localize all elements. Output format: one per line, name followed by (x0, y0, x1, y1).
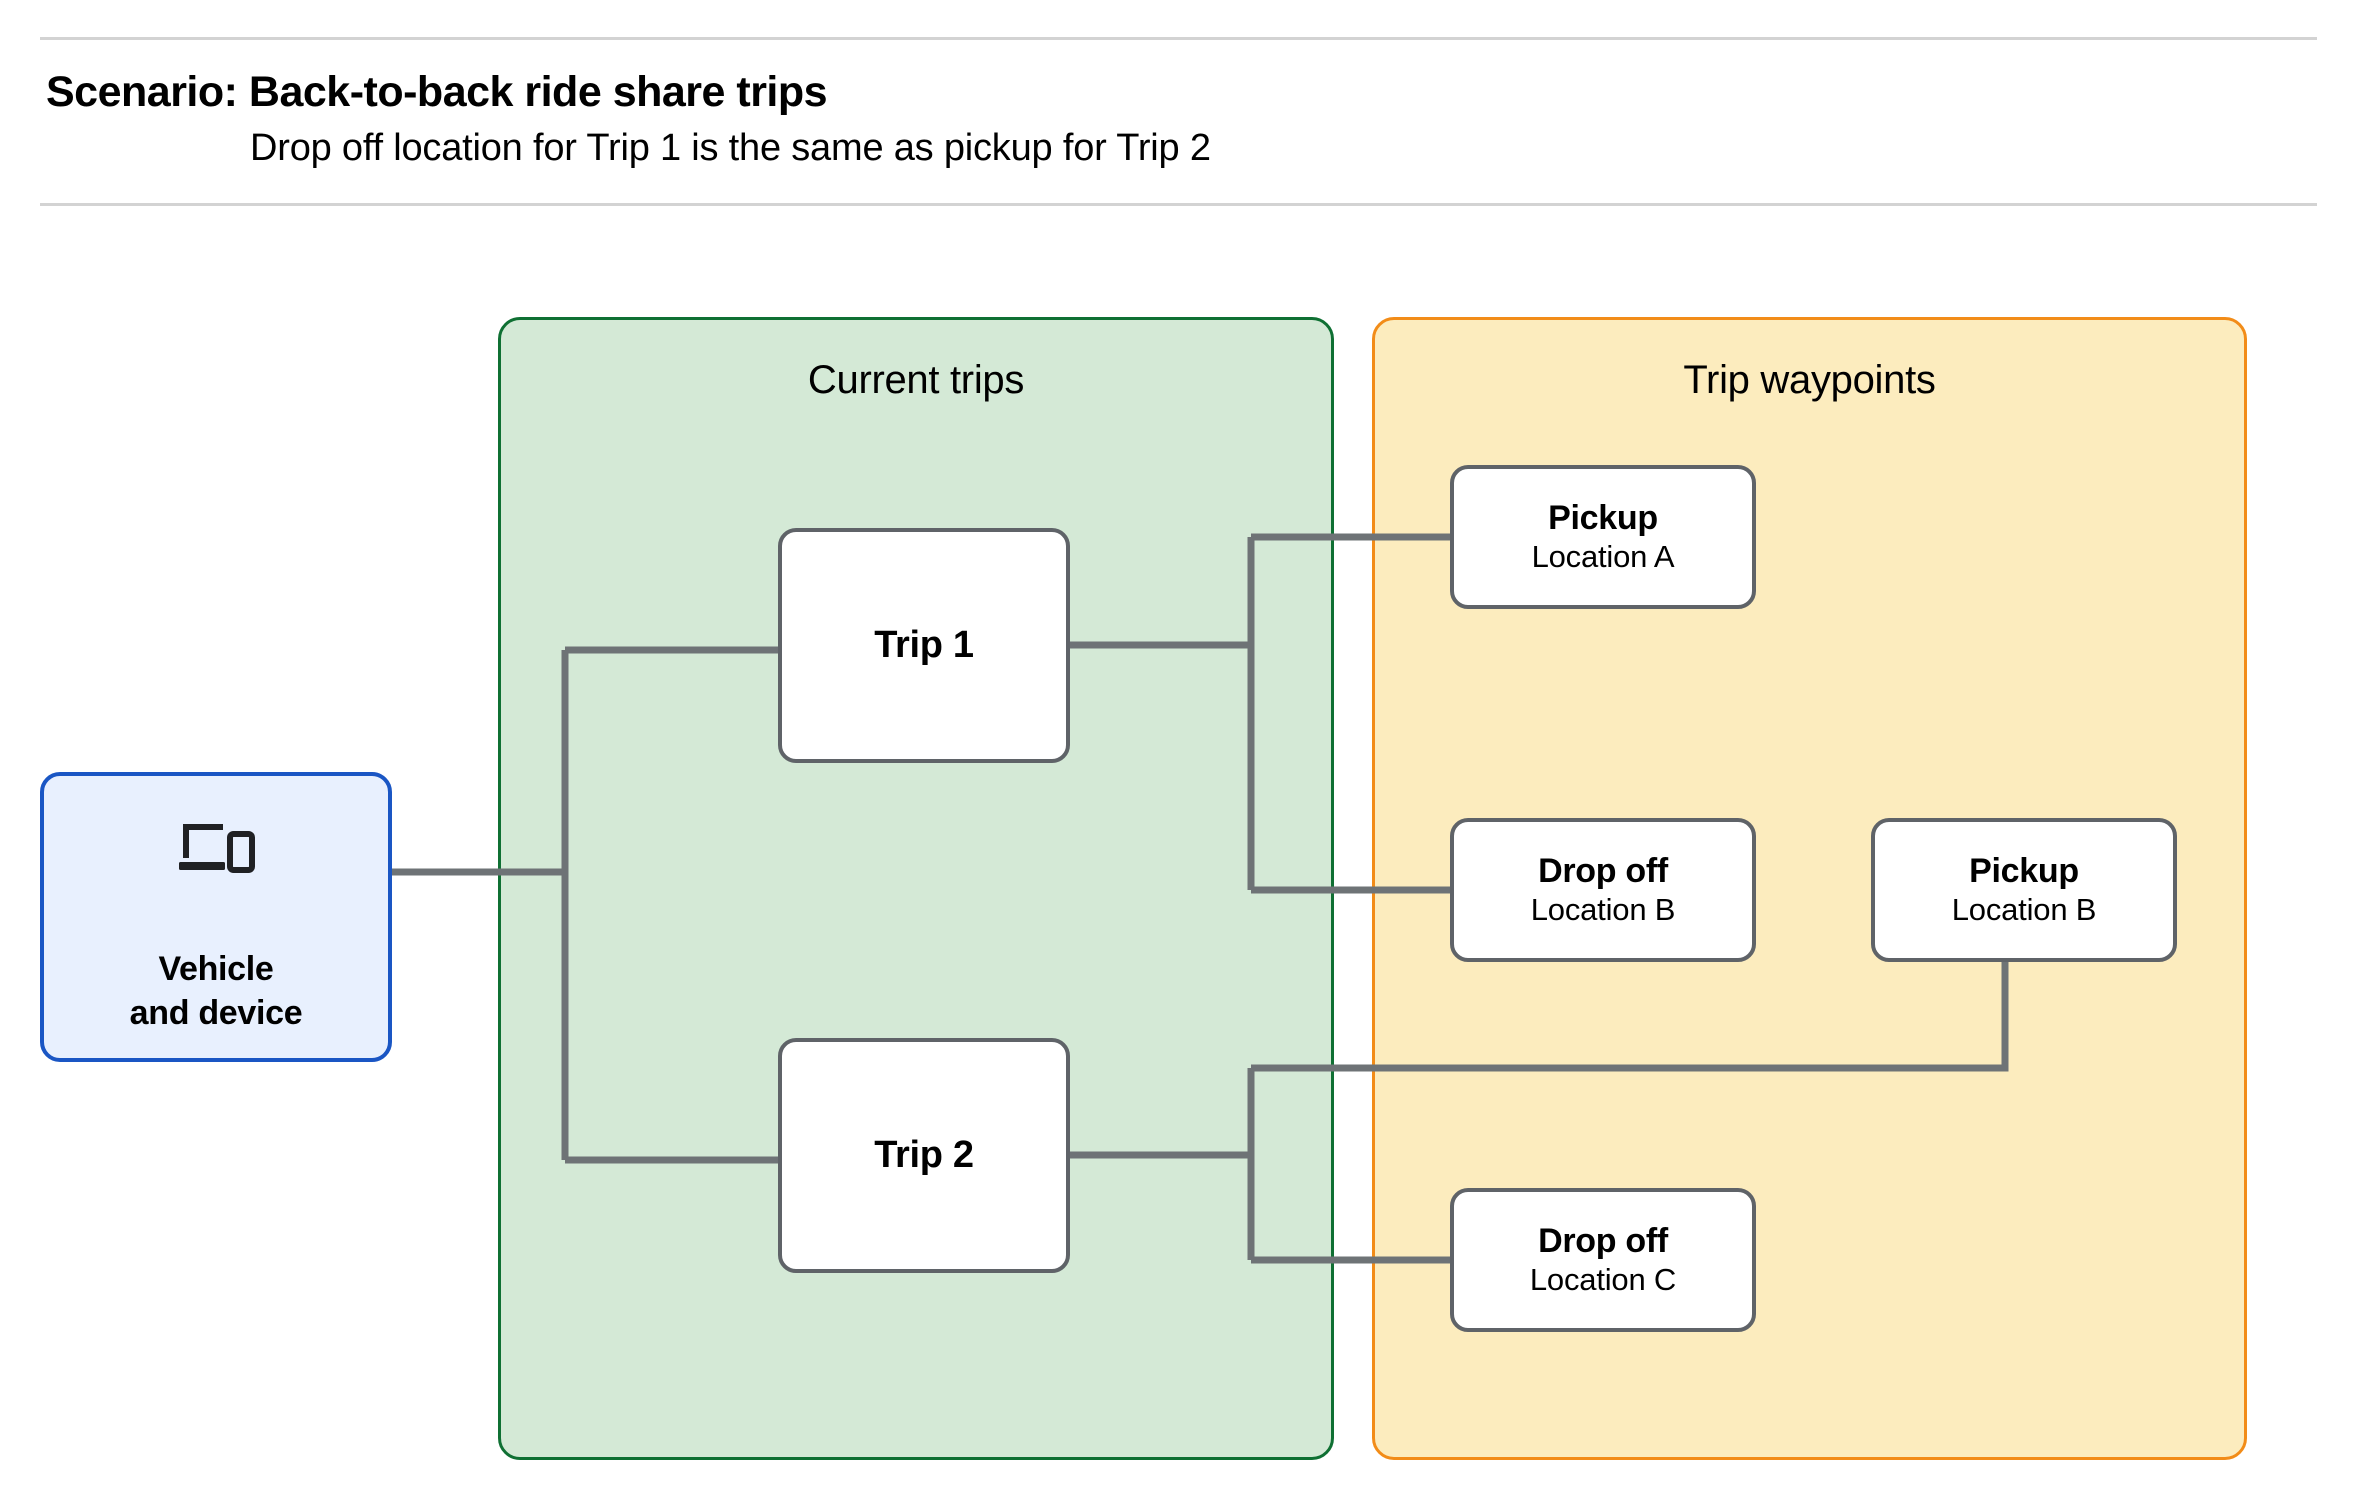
group-current-trips-title: Current trips (807, 358, 1025, 402)
page-subtitle: Drop off location for Trip 1 is the same… (250, 127, 1211, 169)
header-divider-top (40, 37, 2317, 40)
pickup-a-location: Location A (1531, 539, 1675, 575)
pickup-a-kind: Pickup (1548, 499, 1658, 538)
node-trip-2[interactable]: Trip 2 (778, 1038, 1070, 1273)
trip-2-label: Trip 2 (874, 1134, 974, 1176)
header-divider-bottom (40, 203, 2317, 206)
dropoff-b-location: Location B (1530, 892, 1676, 928)
dropoff-b-kind: Drop off (1538, 852, 1668, 891)
node-vehicle-and-device[interactable]: Vehicle and device (40, 772, 392, 1062)
node-pickup-location-b[interactable]: Pickup Location B (1871, 818, 2177, 962)
vehicle-label-line-1: Vehicle (158, 950, 274, 988)
dropoff-c-location: Location C (1529, 1262, 1677, 1298)
node-pickup-location-a[interactable]: Pickup Location A (1450, 465, 1756, 609)
pickup-b-location: Location B (1951, 892, 2097, 928)
vehicle-label: Vehicle and device (130, 948, 303, 1035)
node-trip-1[interactable]: Trip 1 (778, 528, 1070, 763)
vehicle-label-line-2: and device (129, 993, 303, 1032)
trip-1-label: Trip 1 (874, 624, 974, 666)
group-current-trips: Current trips (498, 317, 1334, 1460)
devices-icon (179, 824, 255, 873)
page-title: Scenario: Back-to-back ride share trips (46, 68, 828, 116)
pickup-b-kind: Pickup (1969, 852, 2079, 891)
page-header: Scenario: Back-to-back ride share trips … (0, 0, 2357, 206)
dropoff-c-kind: Drop off (1538, 1222, 1668, 1261)
group-trip-waypoints-title: Trip waypoints (1683, 358, 1936, 402)
node-dropoff-location-b[interactable]: Drop off Location B (1450, 818, 1756, 962)
node-dropoff-location-c[interactable]: Drop off Location C (1450, 1188, 1756, 1332)
